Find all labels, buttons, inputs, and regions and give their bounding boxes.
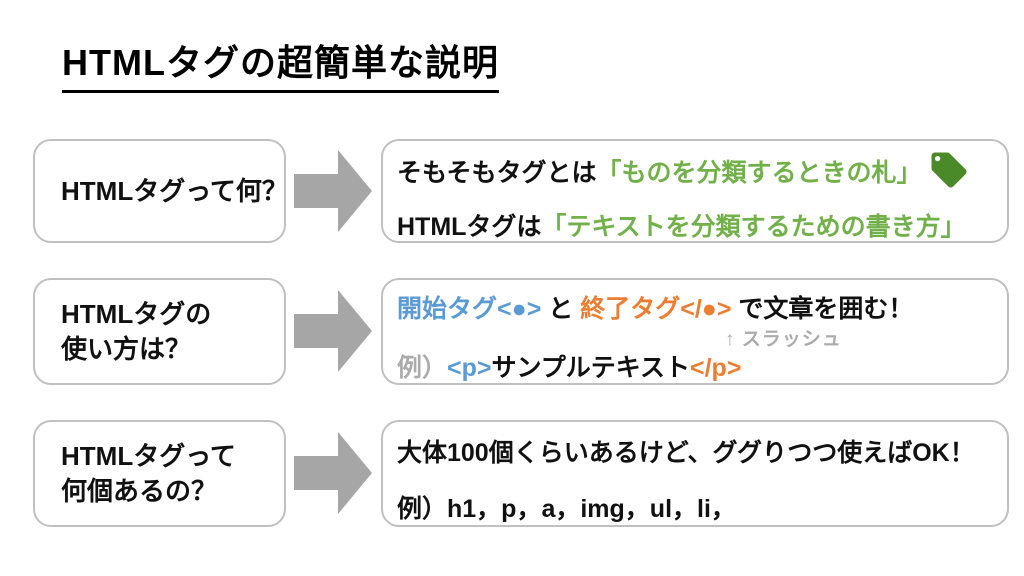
row-how-to-use: HTMLタグの 使い方は？ 開始タグ<●> と 終了タグ</●> で文章を囲む！… — [0, 278, 1024, 385]
open-tag-text: <p> — [447, 354, 492, 382]
example-label: 例） — [397, 354, 448, 382]
answer-line: 開始タグ<●> と 終了タグ</●> で文章を囲む！ — [397, 289, 913, 325]
row-how-many-tags: HTMLタグって 何個あるの？ 大体100個くらいあるけど、ググりつつ使えばOK… — [0, 420, 1024, 527]
answer-line: そもそもタグとは「ものを分類するときの札」 — [397, 152, 970, 191]
close-tag-text: 終了タグ</●> — [580, 295, 732, 323]
answer-text: そもそもタグとは — [397, 159, 597, 187]
answer-text: HTMLタグは — [397, 213, 542, 241]
question-box-what: HTMLタグって何？ — [33, 139, 288, 243]
question-text: HTMLタグって何？ — [61, 175, 288, 206]
question-text: 使い方は？ — [61, 333, 192, 364]
answer-text: と — [541, 295, 581, 323]
question-text: HTMLタグの — [61, 298, 212, 329]
close-tag-text: </p> — [690, 354, 742, 382]
answer-line: 例）<p>サンプルテキスト</p> — [397, 348, 741, 384]
answer-line: HTMLタグは「テキストを分類するための書き方」 — [397, 207, 966, 243]
answer-line: 大体100個くらいあるけど、ググりつつ使えばOK！ — [397, 439, 975, 467]
question-text: HTMLタグって — [61, 440, 236, 471]
page-title: HTMLタグの超簡単な説明 — [62, 34, 499, 93]
answer-highlight: 「テキストを分類するための書き方」 — [541, 213, 966, 241]
answer-text: サンプルテキスト — [491, 354, 691, 382]
slash-annotation: ↑ スラッシュ — [725, 329, 842, 350]
answer-highlight: 「ものを分類するときの札」 — [596, 159, 922, 187]
arrow-right-icon — [294, 150, 372, 232]
arrow-right-icon — [294, 432, 372, 514]
answer-box-usage: 開始タグ<●> と 終了タグ</●> で文章を囲む！ ↑ スラッシュ 例）<p>… — [381, 278, 1009, 385]
answer-box-what: そもそもタグとは「ものを分類するときの札」 HTMLタグは「テキストを分類するた… — [381, 139, 1009, 243]
tag-icon — [931, 152, 967, 188]
question-box-count: HTMLタグって 何個あるの？ — [33, 420, 286, 527]
question-text: 何個あるの？ — [61, 475, 218, 506]
question-box-usage: HTMLタグの 使い方は？ — [33, 278, 286, 385]
open-tag-text: 開始タグ<●> — [397, 295, 542, 323]
answer-text: で文章を囲む！ — [731, 295, 914, 323]
answer-box-count: 大体100個くらいあるけど、ググりつつ使えばOK！ 例）h1，p，a，img，u… — [381, 420, 1009, 527]
row-what-is-html-tag: HTMLタグって何？ そもそもタグとは「ものを分類するときの札」 HTMLタグは… — [0, 139, 1024, 243]
arrow-right-icon — [294, 290, 372, 372]
answer-line: 例）h1，p，a，img，ul，li， — [397, 495, 736, 523]
